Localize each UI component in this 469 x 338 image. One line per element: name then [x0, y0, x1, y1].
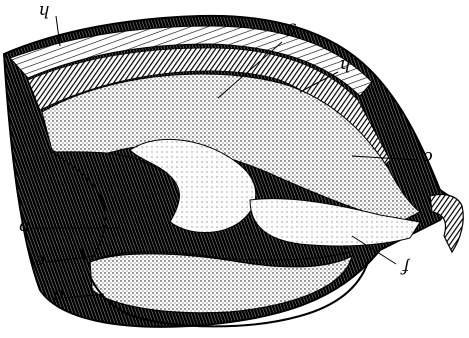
label-h-right: h [340, 55, 351, 75]
label-f: f [400, 257, 411, 277]
label-d: d [52, 285, 63, 305]
label-g: g [285, 22, 296, 42]
label-e: e [35, 251, 45, 271]
label-b: b [19, 217, 30, 237]
label-h-top: h [39, 1, 50, 21]
label-c: c [423, 147, 433, 167]
